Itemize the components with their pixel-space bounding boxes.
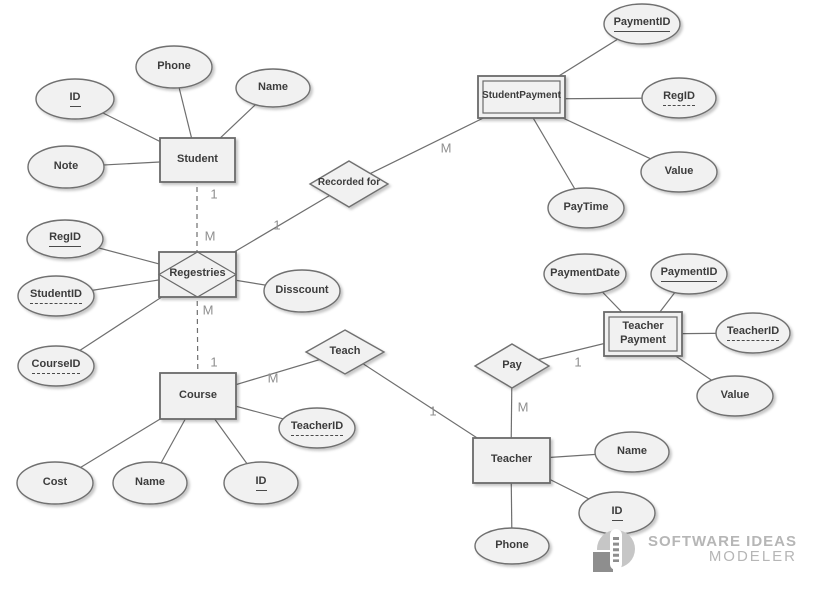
entity-course[interactable] [159,372,237,420]
attribute-registries-studentid[interactable] [17,275,95,317]
attribute-student-id[interactable] [35,78,115,120]
attribute-teacherpayment-paymentid[interactable] [650,253,728,295]
attribute-student-name[interactable] [235,68,311,108]
attribute-registries-disscount[interactable] [263,269,341,313]
watermark-brand: SOFTWARE IDEAS [647,533,797,550]
shapes-layer [16,3,791,565]
relationship-pay[interactable] [473,343,551,389]
attribute-course-teacherid[interactable] [278,407,356,449]
relationship-recorded-for[interactable] [308,160,390,208]
watermark-text: SOFTWARE IDEAS MODELER [639,534,797,564]
software-ideas-modeler-logo-icon [593,529,635,573]
attribute-student-note[interactable] [27,145,105,189]
attribute-studentpayment-paytime[interactable] [547,187,625,229]
attribute-studentpayment-value[interactable] [640,151,718,193]
attribute-teacherpayment-value[interactable] [696,375,774,417]
attribute-teacher-phone[interactable] [474,527,550,565]
attribute-teacher-name[interactable] [594,431,670,473]
attribute-course-id[interactable] [223,461,299,505]
entity-teacherpayment[interactable] [603,311,683,357]
attribute-registries-courseid[interactable] [17,345,95,387]
attribute-course-name[interactable] [112,461,188,505]
entity-teacher[interactable] [472,437,551,484]
attribute-teacherpayment-teacherid[interactable] [715,312,791,354]
entity-student[interactable] [159,137,236,183]
watermark-product: MODELER [708,548,797,565]
attribute-teacher-id[interactable] [578,491,656,535]
attribute-course-cost[interactable] [16,461,94,505]
attribute-teacherpayment-paymentdate[interactable] [543,253,627,295]
entity-studentpayment[interactable] [477,75,566,119]
attribute-student-phone[interactable] [135,45,213,89]
entity-registries[interactable] [157,251,238,298]
watermark: SOFTWARE IDEAS MODELER [593,529,803,575]
attribute-registries-regid[interactable] [26,219,104,259]
attribute-studentpayment-regid[interactable] [641,77,717,119]
relationship-teach[interactable] [304,329,386,375]
attribute-studentpayment-paymentid[interactable] [603,3,681,45]
